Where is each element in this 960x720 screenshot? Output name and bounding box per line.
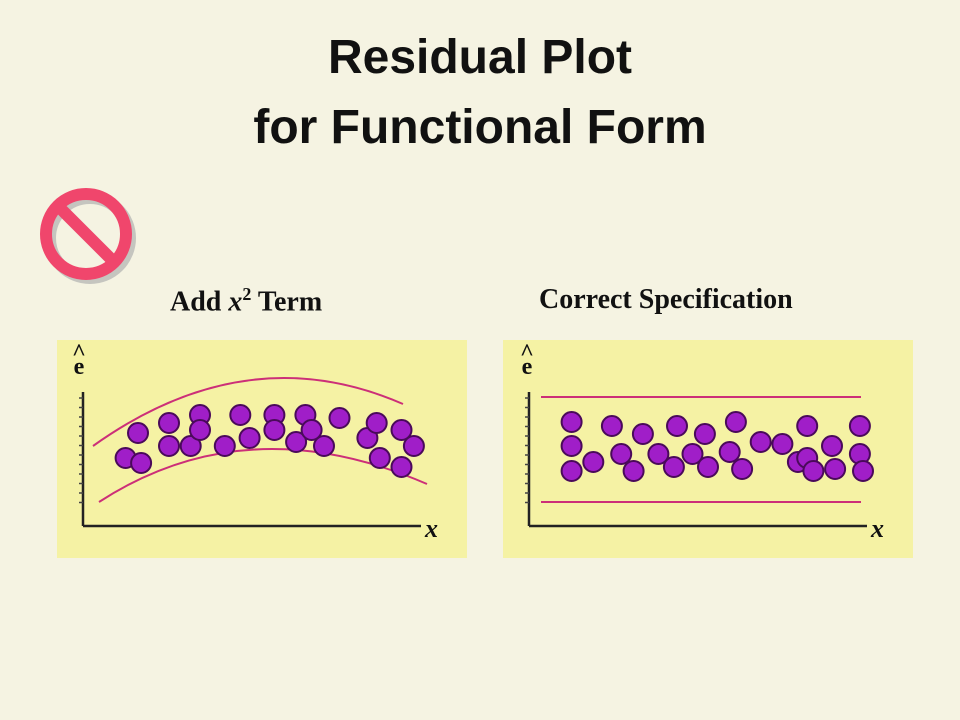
data-point [731, 458, 754, 480]
data-point [402, 435, 425, 457]
data-point [263, 419, 286, 441]
right-chart-svg [525, 392, 874, 528]
page-subtitle: for Functional Form [253, 101, 707, 154]
data-point [130, 452, 153, 474]
data-point [631, 423, 654, 445]
data-point [213, 435, 236, 457]
data-point [622, 460, 645, 482]
data-point [697, 456, 719, 478]
data-point [368, 447, 391, 469]
data-point [821, 435, 843, 457]
data-point [313, 435, 335, 457]
data-point [802, 460, 825, 482]
data-point [560, 411, 583, 433]
data-point [848, 415, 871, 437]
left-y-symbol: e [73, 354, 85, 380]
left-y-axis-label: ^ e [67, 340, 91, 381]
data-point [229, 404, 252, 426]
data-point [681, 443, 704, 465]
right-chart-title: Correct Specification [539, 284, 793, 315]
data-point [560, 435, 583, 457]
data-point [238, 427, 261, 449]
left-x-axis-label: x [425, 514, 438, 543]
data-point [796, 415, 819, 437]
data-point [127, 422, 149, 444]
data-point [560, 460, 583, 482]
right-y-hat: ^ [520, 340, 534, 366]
data-point [365, 412, 388, 434]
no-entry-icon [40, 188, 136, 284]
data-point [771, 433, 794, 455]
left-chart-panel: ^ e x [57, 340, 467, 558]
left-label-exponent: 2 [242, 284, 252, 304]
data-point [666, 415, 688, 437]
data-point [662, 456, 685, 478]
data-point [158, 412, 180, 434]
data-point [285, 431, 308, 453]
data-point [824, 458, 847, 480]
right-y-symbol: e [521, 354, 533, 380]
data-point [718, 441, 741, 463]
data-point [390, 419, 413, 441]
left-label-prefix: Add [170, 286, 222, 318]
band-upper [92, 377, 404, 447]
data-point [328, 407, 351, 429]
left-chart-svg [79, 377, 428, 528]
data-point [724, 411, 747, 433]
data-point [852, 460, 874, 482]
data-point [158, 435, 180, 457]
page-title: Residual Plot [327, 31, 633, 84]
left-y-hat: ^ [72, 340, 86, 366]
left-chart-title: Add x2 Term [170, 284, 322, 318]
data-point [582, 451, 605, 473]
data-point [647, 443, 670, 465]
data-point [610, 443, 633, 465]
left-label-var: x [228, 286, 243, 318]
data-point [749, 431, 772, 453]
data-point [390, 456, 413, 478]
right-x-axis-label: x [871, 514, 884, 543]
right-y-axis-label: ^ e [515, 340, 539, 381]
right-chart-panel: ^ e x [503, 340, 913, 558]
left-label-tail: Term [257, 286, 323, 318]
data-point [300, 419, 323, 441]
data-point [189, 419, 211, 441]
data-point [693, 423, 716, 445]
data-point [179, 435, 202, 457]
data-point [600, 415, 623, 437]
